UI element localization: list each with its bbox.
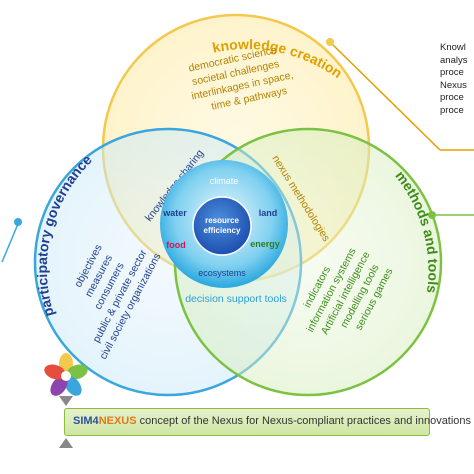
efficiency-label: efficiency xyxy=(204,226,241,235)
down-arrow-icon xyxy=(59,396,73,406)
banner-text: SIM4NEXUS concept of the Nexus for Nexus… xyxy=(73,415,471,427)
knowledge-pointer-dot xyxy=(326,38,334,46)
water-label: water xyxy=(162,208,187,218)
side-note: Knowl analys proce Nexus proce proce xyxy=(440,42,474,117)
side-note-line: proce xyxy=(440,104,464,116)
resource-label: resource xyxy=(205,216,239,225)
side-note-line: Knowl xyxy=(440,42,466,53)
knowledge-pointer-line xyxy=(329,41,441,151)
side-note-line: proce xyxy=(440,92,464,103)
resource-efficiency-circle xyxy=(192,196,252,256)
ecosystems-label: ecosystems xyxy=(198,268,246,278)
concept-banner: SIM4NEXUS concept of the Nexus for Nexus… xyxy=(64,408,471,436)
decision-support-tools-label: decision support tools xyxy=(185,293,287,305)
methods-pointer-dot xyxy=(428,211,436,219)
up-arrow-icon xyxy=(59,438,73,448)
side-note-line: analys xyxy=(440,54,468,66)
climate-label: climate xyxy=(210,176,239,186)
banner-description: concept of the Nexus for Nexus-compliant… xyxy=(136,415,472,427)
governance-pointer-line xyxy=(1,223,19,263)
governance-pointer-dot xyxy=(14,218,22,226)
side-note-line: proce xyxy=(440,67,464,78)
sim4nexus-logo-icon xyxy=(44,353,88,396)
food-label: food xyxy=(166,240,186,250)
energy-label: energy xyxy=(250,239,280,249)
banner-brand-nexus: NEXUS xyxy=(98,415,137,427)
land-label: land xyxy=(259,208,278,218)
side-note-line: Nexus xyxy=(440,79,467,91)
banner-brand-sim: SIM4 xyxy=(73,415,99,427)
